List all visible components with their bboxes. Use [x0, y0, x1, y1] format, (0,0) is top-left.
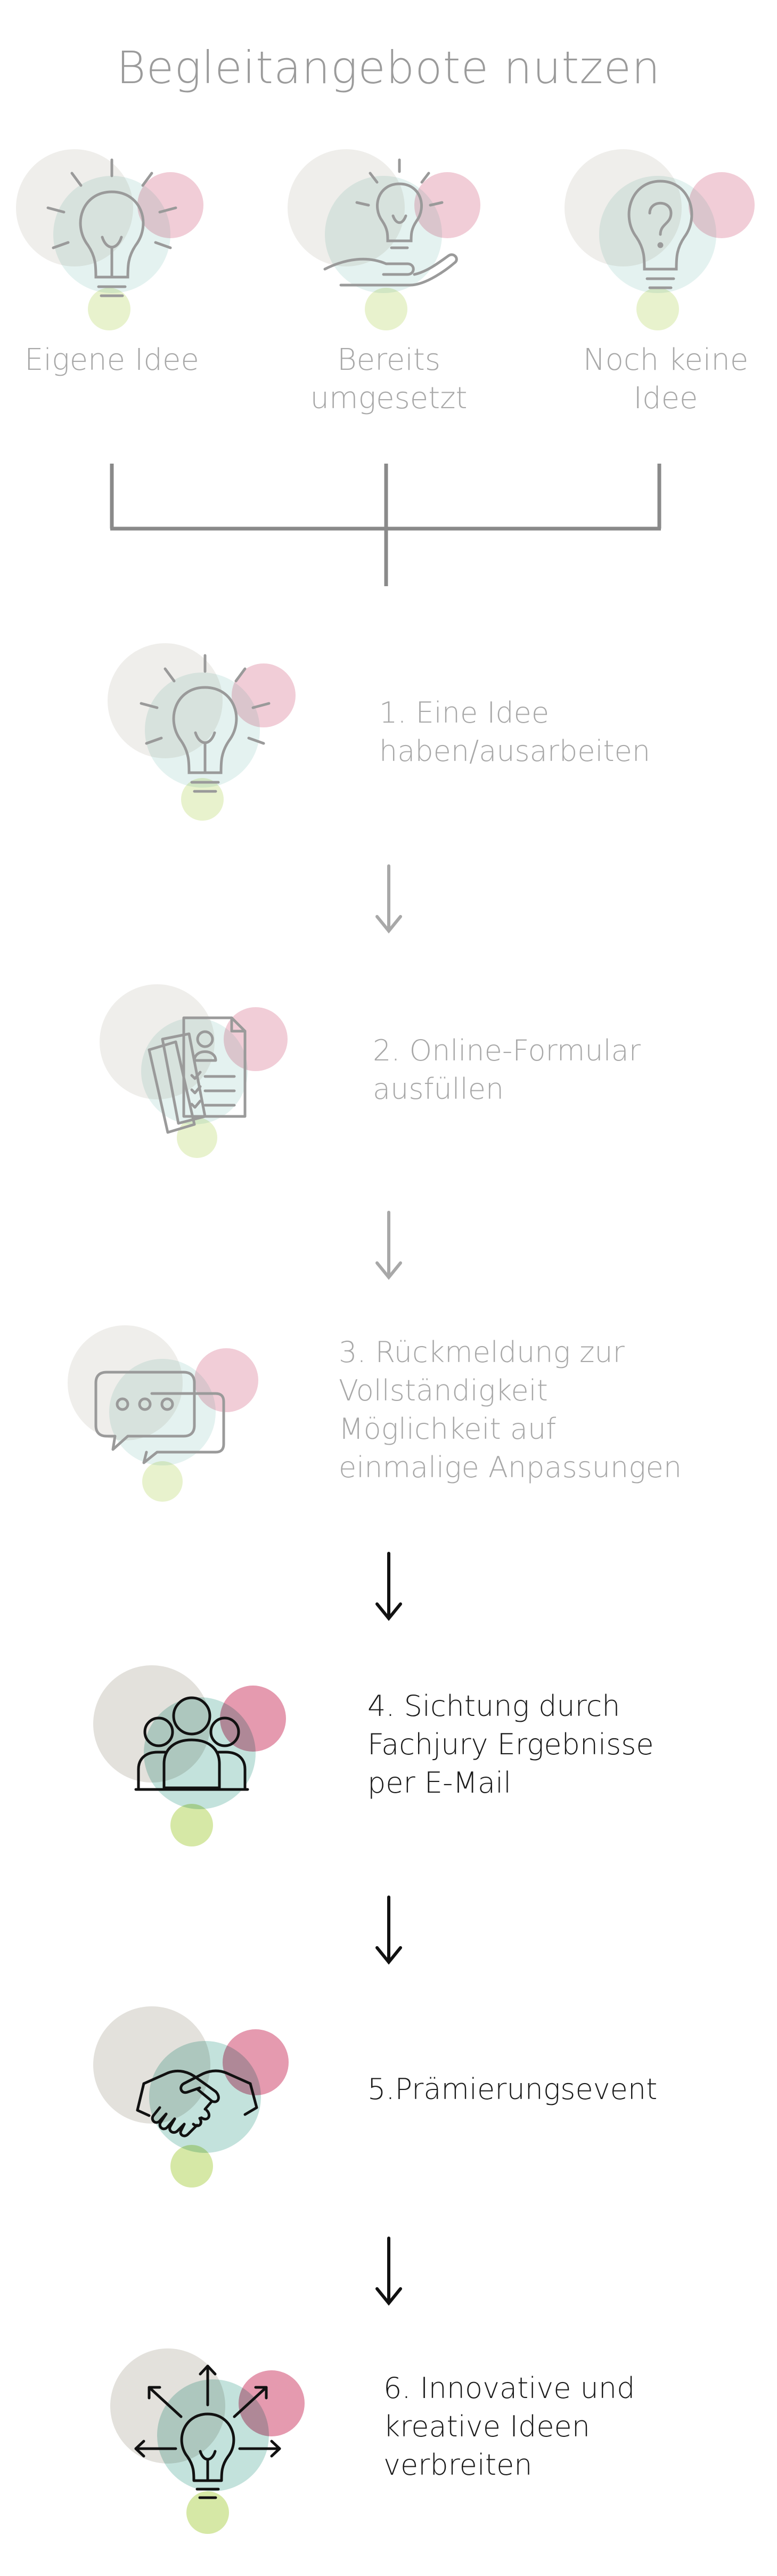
hand-lightbulb-icon: [323, 158, 458, 287]
step-label: 1. Eine Idee haben/ausarbeiten: [379, 696, 651, 768]
lightbulb-icon: [46, 158, 177, 297]
arrow-down-icon: [375, 1211, 402, 1280]
step-3-icon-group: [64, 1322, 266, 1513]
arrow-down-icon: [375, 1895, 402, 1965]
step-label: 6. Innovative und kreative Ideen verbrei…: [383, 2371, 635, 2482]
option-label: Bereits umgesetzt: [310, 343, 468, 416]
step-4-icon-group: [91, 1663, 293, 1854]
step-label: 5.Prämierungsevent: [367, 2072, 658, 2106]
option-eigene-idee-illustration: [16, 149, 203, 330]
step-label: 3. Rückmeldung zur Vollständigkeit Mögli…: [339, 1335, 682, 1484]
arrow-down-icon: [375, 2237, 402, 2306]
step-1-icon-group: [104, 639, 306, 831]
option-noch-keine-idee-illustration: [565, 149, 755, 330]
handshake-icon: [136, 2069, 258, 2137]
arrow-down-icon: [375, 864, 402, 934]
merge-connector: [110, 464, 661, 586]
step-label: 2. Online-Formular ausfüllen: [373, 1034, 641, 1106]
option-label: Eigene Idee: [24, 343, 199, 377]
option-bereits-umgesetzt-illustration: [288, 149, 480, 330]
form-document-icon: [148, 1016, 247, 1134]
option-label: Noch keine Idee: [583, 343, 749, 416]
step-6-icon-group: [107, 2342, 309, 2545]
step-5-icon-group: [91, 2004, 293, 2196]
option-bereits-umgesetzt: [288, 144, 490, 336]
chat-bubbles-icon: [94, 1371, 225, 1464]
question-lightbulb-icon: [627, 180, 693, 289]
option-eigene-idee: [11, 144, 213, 336]
lightbulb-icon: [140, 654, 271, 793]
jury-group-icon: [134, 1696, 249, 1791]
step-label: 4. Sichtung durch Fachjury Ergebnisse pe…: [367, 1689, 654, 1800]
arrow-down-icon: [375, 1552, 402, 1621]
spreading-lightbulb-icon: [134, 2364, 281, 2499]
step-2-icon-group: [96, 981, 298, 1172]
page-title: Begleitangebote nutzen: [116, 42, 661, 94]
option-noch-keine-idee: [565, 144, 767, 336]
